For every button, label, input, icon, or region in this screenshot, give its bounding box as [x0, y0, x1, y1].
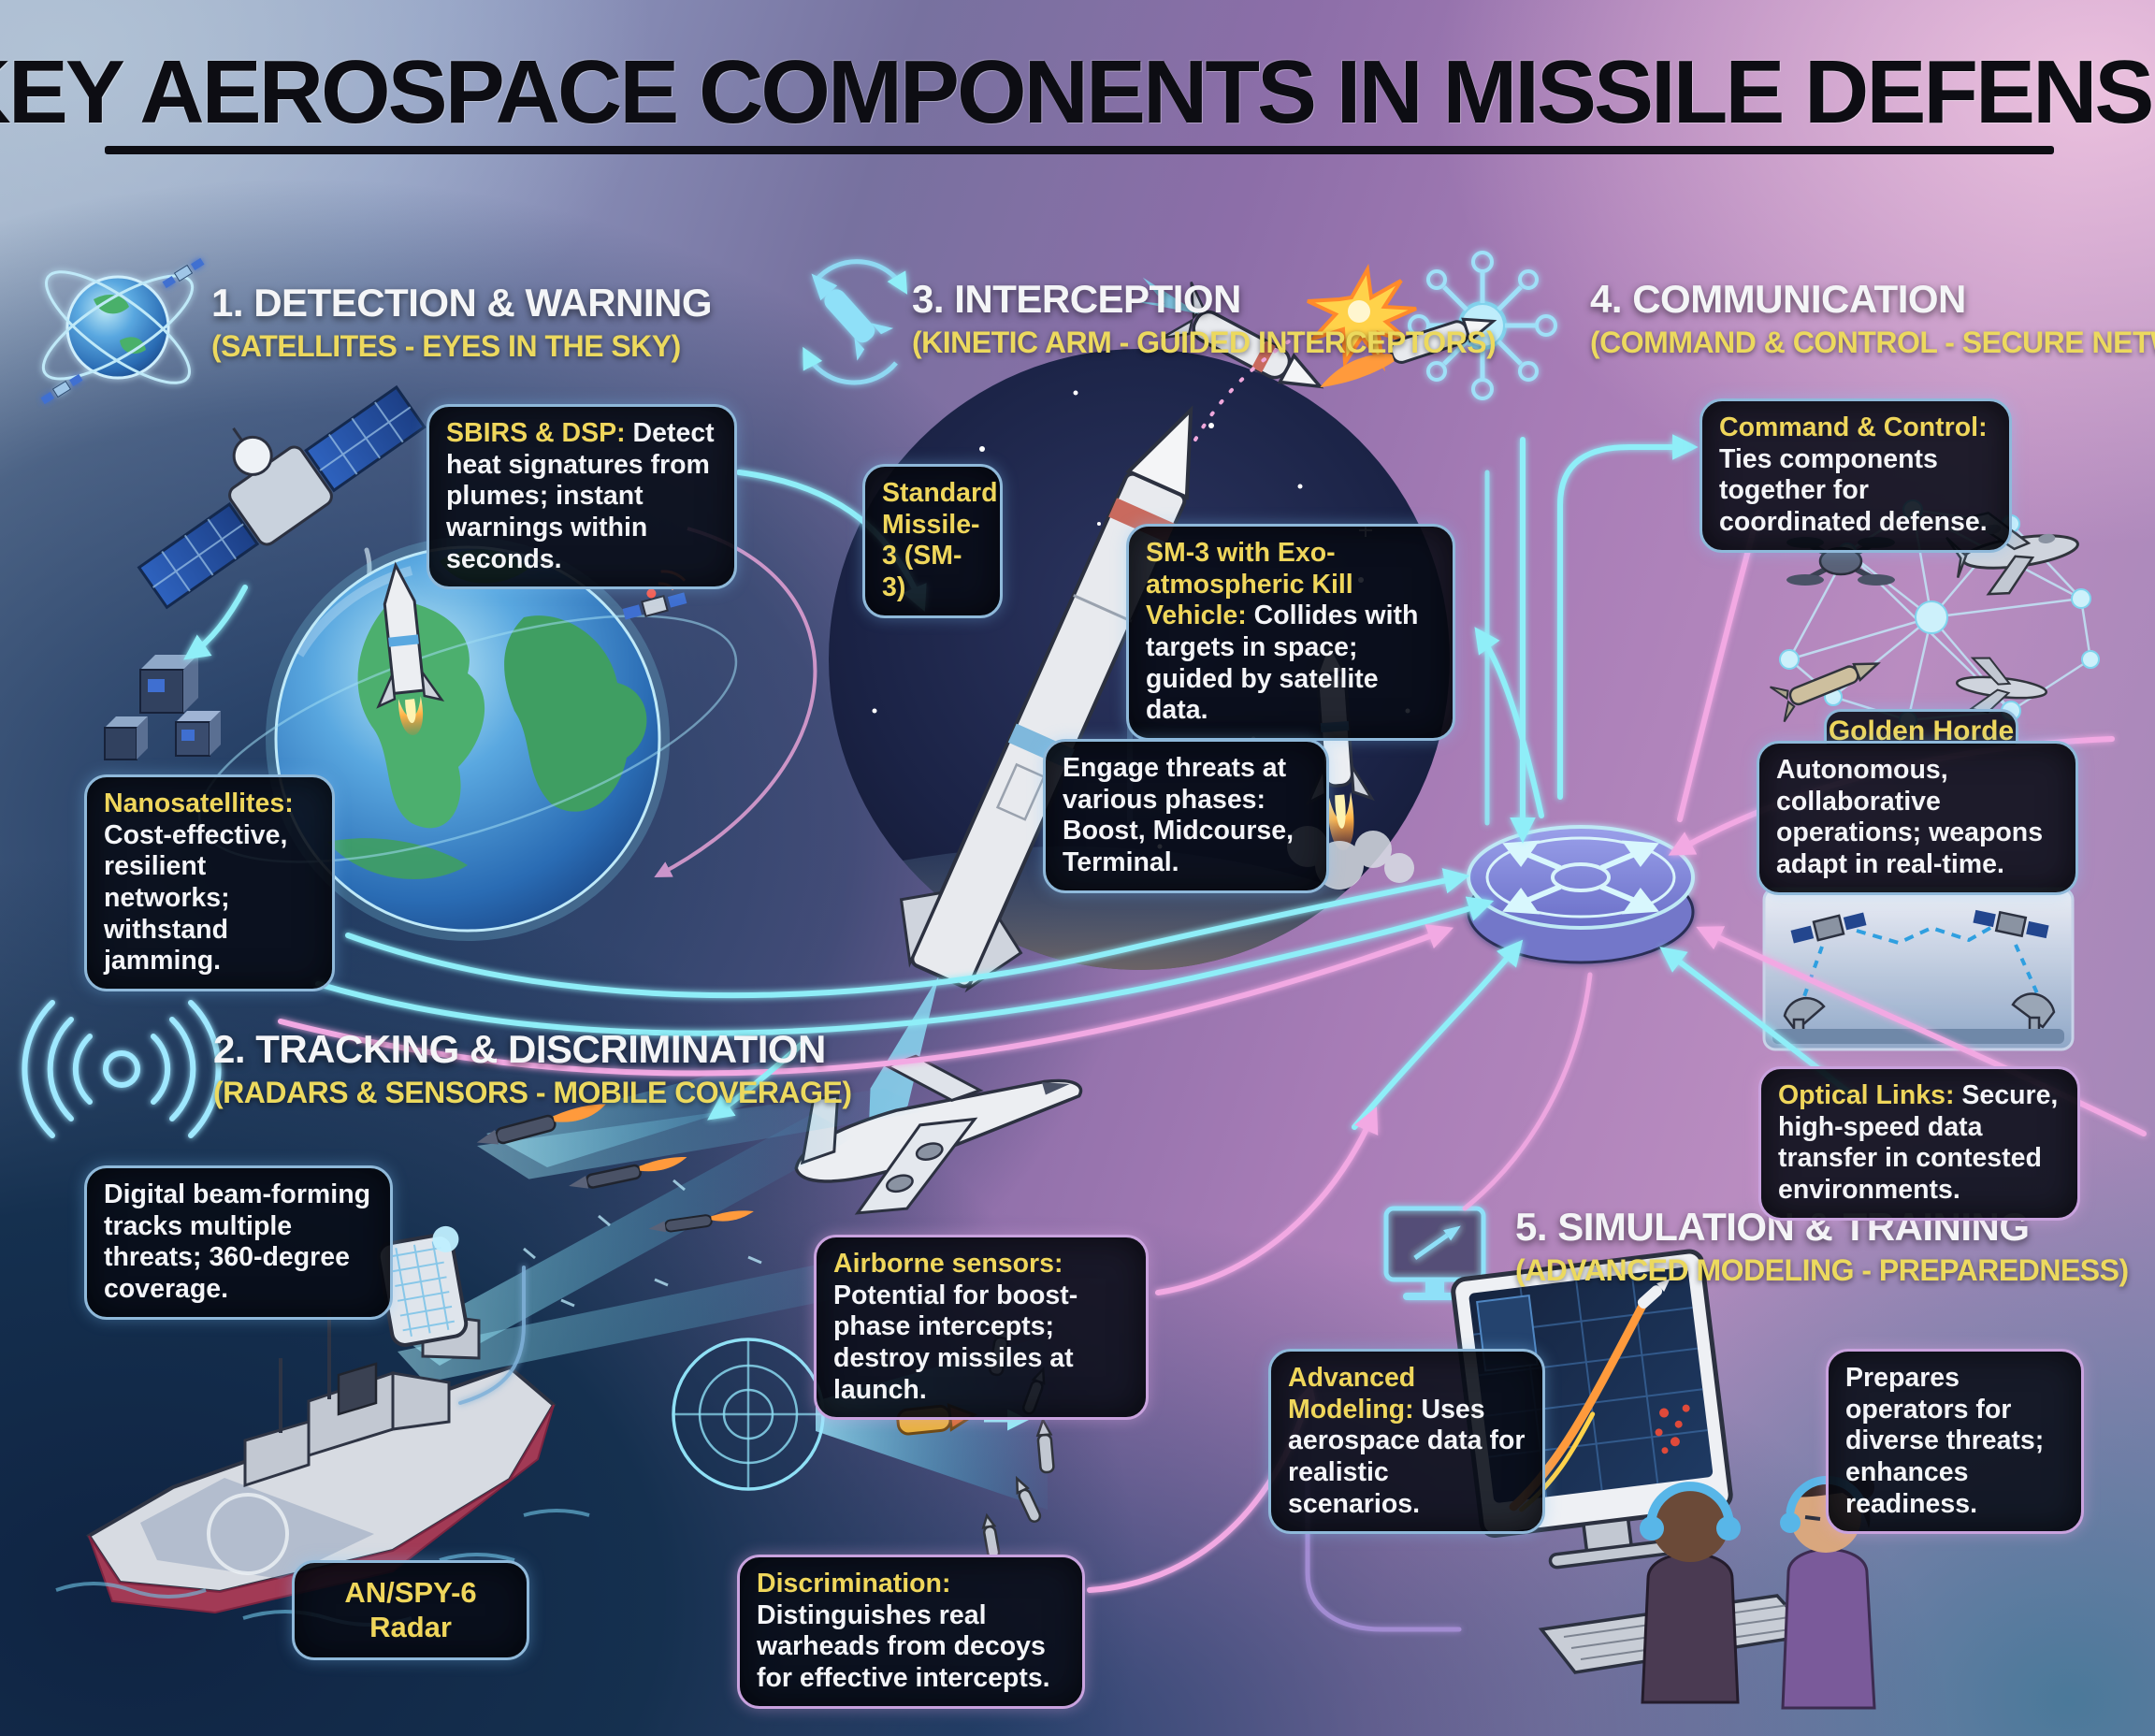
section-detection-header: 1. DETECTION & WARNING (SATELLITES - EYE… — [211, 281, 713, 364]
title-underline — [105, 146, 2054, 154]
radar-waves-icon — [22, 1000, 222, 1138]
callout-body: Prepares operators for diverse threats; … — [1845, 1363, 2045, 1519]
callout-beam-forming: Digital beam-forming tracks multiple thr… — [84, 1165, 393, 1320]
section-subtitle: (COMMAND & CONTROL - SECURE NETWORKS) — [1590, 326, 2155, 359]
callout-lead: Advanced Modeling: — [1288, 1363, 1416, 1425]
callout-sm3-kill-vehicle: SM-3 with Exo-atmospheric Kill Vehicle: … — [1126, 524, 1455, 741]
callout-lead: Command & Control: — [1719, 412, 1988, 442]
intercept-explosion — [1130, 263, 1497, 441]
callout-engage-threats: Engage threats at various phases: Boost,… — [1043, 739, 1329, 893]
callout-body: Detect heat signatures from plumes; inst… — [446, 418, 715, 574]
section-title: 1. DETECTION & WARNING — [211, 281, 713, 325]
callout-body: Potential for boost-phase intercepts; de… — [833, 1280, 1078, 1405]
monitor-missile-icon — [1383, 1206, 1486, 1300]
callout-body: Cost-effective, resilient networks; with… — [104, 819, 288, 976]
optical-links-illustration — [1762, 887, 2075, 1051]
sbirs-satellite-illustration — [137, 384, 437, 721]
callout-nanosatellites: Nanosatellites: Cost-effective, resilien… — [84, 774, 335, 991]
callout-optical-links: Optical Links: Secure, high-speed data t… — [1758, 1066, 2080, 1221]
label-an-spy6-radar: AN/SPY-6 Radar — [292, 1560, 529, 1661]
callout-body: Autonomous, collaborative operations; we… — [1776, 755, 2044, 879]
globe-satellites-icon — [40, 257, 205, 405]
cueing-satellite — [622, 570, 687, 620]
callout-body: Digital beam-forming tracks multiple thr… — [104, 1179, 371, 1304]
nanosatellite-cubes-illustration — [104, 655, 221, 760]
label-text: Standard Missile-3 (SM-3) — [882, 478, 998, 602]
launching-missile — [376, 561, 445, 735]
section-title: 3. INTERCEPTION — [912, 277, 1241, 321]
callout-body: Engage threats at various phases: Boost,… — [1063, 753, 1294, 877]
callout-body: Secure, high-speed data transfer in cont… — [1778, 1080, 2059, 1205]
section-title: 4. COMMUNICATION — [1590, 277, 1966, 321]
callout-advanced-modeling: Advanced Modeling: Uses aerospace data f… — [1268, 1349, 1545, 1535]
callout-airborne-sensors: Airborne sensors: Potential for boost-ph… — [814, 1235, 1149, 1421]
callout-body: Uses aerospace data for realistic scenar… — [1288, 1394, 1526, 1519]
golden-horde-network — [1770, 499, 2100, 730]
section-interception-header: 3. INTERCEPTION (KINETIC ARM - GUIDED IN… — [912, 277, 1497, 360]
callout-body: Ties components together for coordinated… — [1719, 443, 1988, 537]
callout-discrimination: Discrimination: Distinguishes real warhe… — [737, 1555, 1085, 1709]
callout-command-control: Command & Control: Ties components toget… — [1699, 398, 2012, 553]
swarm-missile — [1770, 662, 1881, 723]
golden-horde-tab: Golden Horde — [1824, 709, 2018, 746]
callout-lead: SM-3 with Exo-atmospheric Kill Vehicle: — [1146, 538, 1353, 631]
callout-lead: Optical Links: — [1778, 1080, 1955, 1110]
callout-prepares-operators: Prepares operators for diverse threats; … — [1826, 1349, 2084, 1535]
section-communication-header: 4. COMMUNICATION (COMMAND & CONTROL - SE… — [1590, 277, 2155, 360]
section-subtitle: (ADVANCED MODELING - PREPAREDNESS) — [1515, 1253, 2129, 1287]
callout-lead: Airborne sensors: — [833, 1249, 1063, 1279]
command-router-hub — [1467, 825, 1695, 964]
section-subtitle: (RADARS & SENSORS - MOBILE COVERAGE) — [213, 1076, 852, 1109]
aegis-ship-illustration — [55, 1055, 945, 1627]
section-title: 2. TRACKING & DISCRIMINATION — [213, 1027, 826, 1071]
swarm-jet — [1956, 657, 2047, 714]
section-subtitle: (KINETIC ARM - GUIDED INTERCEPTORS) — [912, 326, 1497, 359]
callout-lead: Nanosatellites: — [104, 788, 294, 818]
operator-left — [1640, 1482, 1741, 1704]
callout-body: Collides with targets in space; guided b… — [1146, 600, 1419, 726]
tracked-missiles — [476, 1104, 754, 1233]
callout-sbirs-dsp: SBIRS & DSP: Detect heat signatures from… — [427, 404, 737, 590]
label-text: AN/SPY-6 Radar — [344, 1576, 477, 1643]
callout-lead: SBIRS & DSP: — [446, 418, 626, 448]
label-standard-missile-3: Standard Missile-3 (SM-3) — [862, 464, 1003, 618]
section-tracking-header: 2. TRACKING & DISCRIMINATION (RADARS & S… — [213, 1027, 852, 1110]
missile-orbit-icon — [803, 259, 908, 385]
poster-title: KEY AEROSPACE COMPONENTS IN MISSILE DEFE… — [0, 42, 2155, 142]
callout-body: Distinguishes real warheads from decoys … — [757, 1599, 1050, 1693]
section-subtitle: (SATELLITES - EYES IN THE SKY) — [211, 329, 681, 363]
callout-golden-horde: Autonomous, collaborative operations; we… — [1757, 741, 2078, 895]
callout-lead: Discrimination: — [757, 1569, 951, 1599]
earth-launch-illustration — [197, 527, 817, 941]
